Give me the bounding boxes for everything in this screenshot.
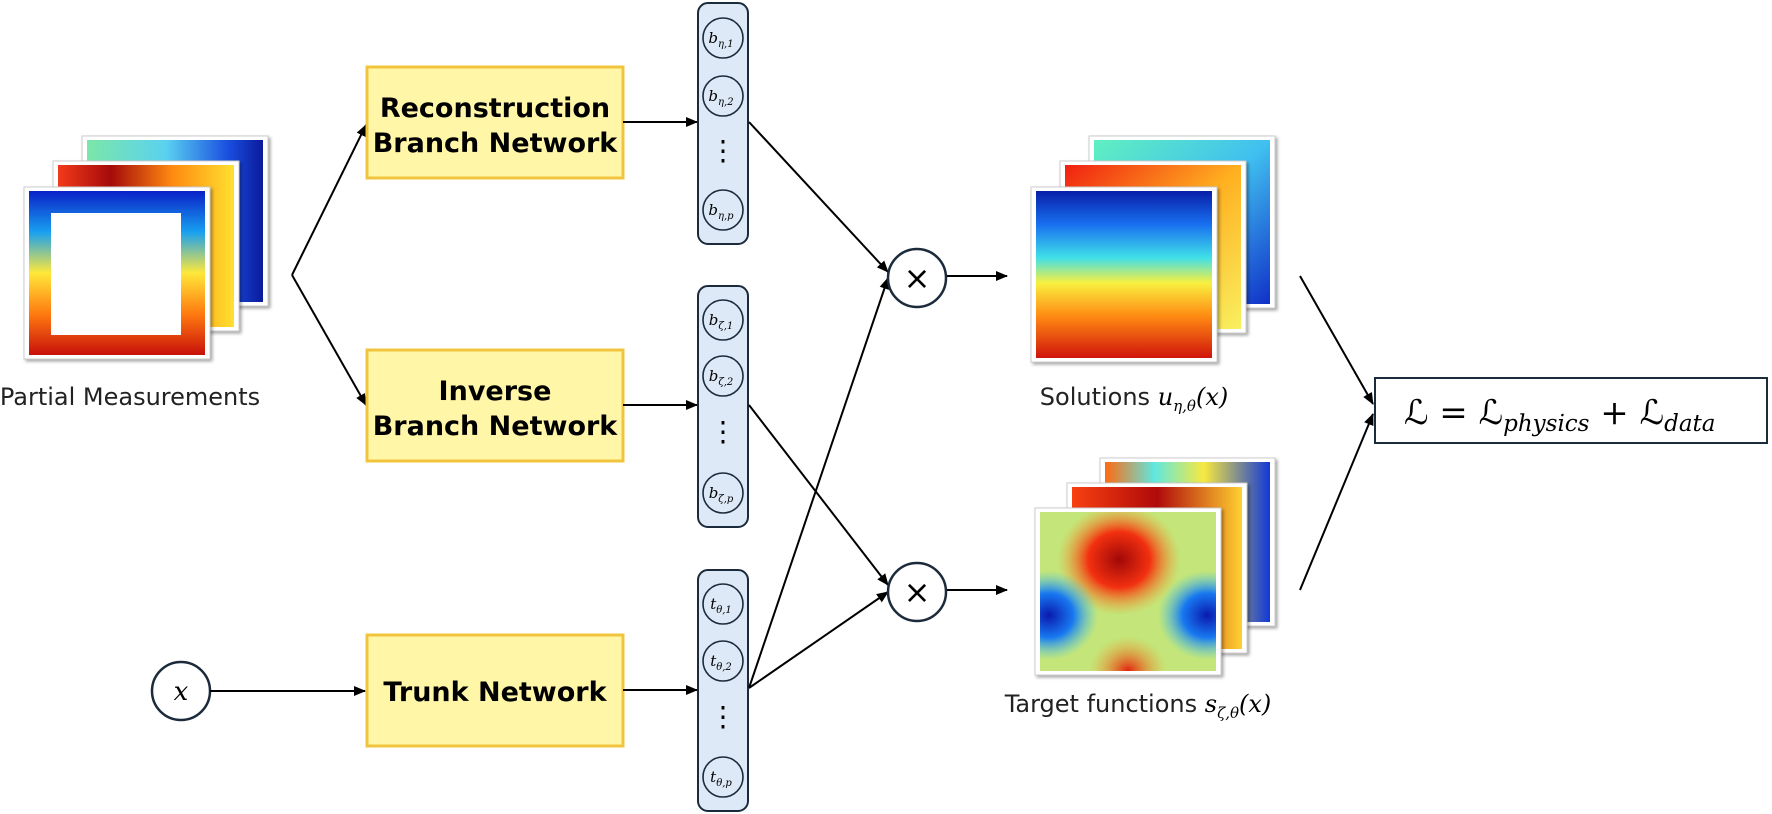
- b-zeta-p-base: b: [709, 484, 719, 502]
- multiply-node-targets: ×: [886, 561, 948, 623]
- arrow-solutions-to-loss: [1299, 275, 1374, 405]
- arrow-t-theta-to-mult2: [748, 591, 889, 689]
- targets-caption: Target functions sζ,θ(x): [1004, 690, 1272, 722]
- reconstruction-branch-network-box: Reconstruction Branch Network: [365, 65, 625, 180]
- inverse-label-line2: Branch Network: [373, 411, 619, 442]
- partial-measurements-stack: [23, 135, 269, 360]
- arrow-to-reconstruction: [291, 124, 367, 276]
- t-theta-p-sub: θ,p: [716, 778, 732, 789]
- t-theta-2-base: t: [710, 652, 717, 670]
- loss-equation: ℒ = ℒphysics + ℒdata: [1404, 393, 1715, 437]
- solutions-math-base: u: [1158, 383, 1173, 411]
- multiply-symbol-2: ×: [904, 573, 931, 611]
- solutions-math-sub: η,θ: [1173, 397, 1196, 415]
- loss-L-data: ℒ: [1640, 393, 1665, 433]
- arrow-t-theta-to-mult1: [748, 277, 890, 689]
- svg-text:tθ,2: tθ,2: [710, 652, 732, 673]
- svg-text:bη,2: bη,2: [708, 87, 733, 108]
- reconstruction-label-line1: Reconstruction: [380, 93, 610, 124]
- b-zeta-2-sub: ζ,2: [718, 377, 733, 388]
- arrow-targets-to-loss: [1299, 413, 1374, 591]
- b-zeta-p-sub: ζ,p: [718, 494, 734, 505]
- t-theta-2-sub: θ,2: [716, 662, 732, 673]
- loss-sub-data: data: [1664, 411, 1715, 437]
- targets-math-arg: (x): [1239, 690, 1271, 718]
- solutions-math-arg: (x): [1196, 383, 1228, 411]
- multiply-symbol-1: ×: [904, 259, 931, 297]
- loss-sub-physics: physics: [1503, 411, 1590, 437]
- targets-caption-text: Target functions: [1004, 690, 1205, 718]
- vector-t-theta: tθ,1 tθ,2 ⋮ tθ,p: [697, 569, 749, 812]
- partial-measurements-caption: Partial Measurements: [0, 383, 260, 411]
- svg-text:bζ,1: bζ,1: [709, 311, 734, 332]
- loss-equation-box: ℒ = ℒphysics + ℒdata: [1374, 377, 1768, 444]
- inverse-branch-network-box: Inverse Branch Network: [365, 348, 625, 463]
- b-eta-2-sub: η,2: [718, 97, 734, 108]
- solutions-caption: Solutions uη,θ(x): [1040, 383, 1228, 415]
- t-theta-1-sub: θ,1: [716, 605, 732, 616]
- b-zeta-ellipsis: ⋮: [709, 415, 737, 448]
- loss-eq: =: [1429, 393, 1479, 433]
- svg-text:bη,p: bη,p: [708, 201, 734, 222]
- b-eta-1-sub: η,1: [718, 39, 734, 50]
- reconstruction-label-line2: Branch Network: [373, 128, 619, 159]
- svg-text:bζ,p: bζ,p: [709, 484, 734, 505]
- solutions-stack: [1030, 135, 1276, 363]
- b-eta-2-base: b: [708, 87, 718, 105]
- svg-text:bζ,2: bζ,2: [709, 367, 734, 388]
- loss-L-physics: ℒ: [1479, 393, 1504, 433]
- arrow-to-inverse: [291, 274, 367, 406]
- svg-text:tθ,1: tθ,1: [710, 595, 732, 616]
- b-zeta-1-base: b: [709, 311, 719, 329]
- t-theta-ellipsis: ⋮: [709, 700, 737, 733]
- b-eta-p-sub: η,p: [718, 211, 734, 222]
- svg-text:tθ,p: tθ,p: [710, 768, 732, 789]
- input-x-node: x: [150, 660, 212, 722]
- svg-text:bη,1: bη,1: [708, 29, 733, 50]
- arrow-b-zeta-to-mult2: [748, 404, 889, 586]
- b-zeta-2-base: b: [709, 367, 719, 385]
- t-theta-p-base: t: [710, 768, 717, 786]
- loss-plus: +: [1589, 393, 1639, 433]
- vector-b-eta: bη,1 bη,2 ⋮ bη,p: [697, 2, 749, 245]
- trunk-network-box: Trunk Network: [365, 633, 625, 748]
- multiply-node-solutions: ×: [886, 247, 948, 309]
- t-theta-1-base: t: [710, 595, 717, 613]
- b-eta-p-base: b: [708, 201, 718, 219]
- trunk-label: Trunk Network: [383, 677, 607, 708]
- targets-math-sub: ζ,θ: [1217, 704, 1239, 722]
- inverse-label-line1: Inverse: [439, 376, 552, 407]
- arrow-b-eta-to-mult1: [748, 121, 889, 273]
- b-eta-1-base: b: [708, 29, 718, 47]
- loss-L: ℒ: [1404, 393, 1429, 433]
- targets-math-base: s: [1205, 690, 1217, 718]
- b-zeta-1-sub: ζ,1: [718, 321, 733, 332]
- vector-b-zeta: bζ,1 bζ,2 ⋮ bζ,p: [697, 285, 749, 528]
- targets-stack: [1034, 457, 1276, 676]
- input-x-label: x: [174, 677, 189, 707]
- b-eta-ellipsis: ⋮: [709, 134, 737, 167]
- solutions-caption-text: Solutions: [1040, 383, 1158, 411]
